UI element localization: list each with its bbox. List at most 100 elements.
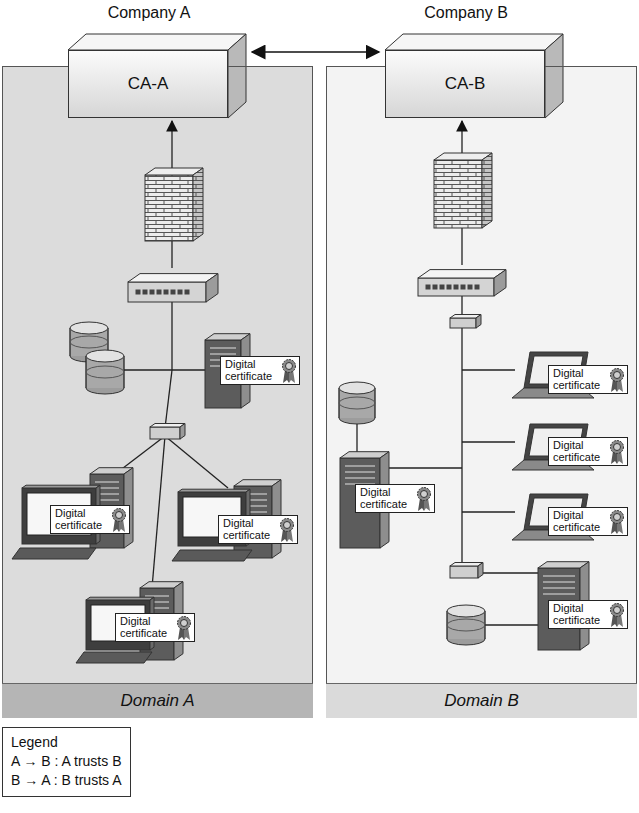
certificate-tag: Digital certificate bbox=[115, 613, 195, 642]
certificate-tag: Digital certificate bbox=[355, 484, 435, 513]
router-top bbox=[128, 274, 218, 282]
network-wire bbox=[165, 436, 228, 488]
router-port bbox=[440, 285, 444, 289]
seal-rosette bbox=[609, 439, 625, 465]
router-port bbox=[178, 290, 182, 294]
router-port bbox=[454, 285, 458, 289]
domain-ground bbox=[2, 66, 313, 718]
network-wire bbox=[116, 369, 210, 370]
drive-bay bbox=[345, 471, 375, 473]
monitor-top bbox=[86, 597, 154, 600]
router-port bbox=[136, 290, 140, 294]
router-port bbox=[468, 285, 472, 289]
drive-bay bbox=[210, 353, 236, 355]
router-port bbox=[426, 285, 430, 289]
certificate-label: Digital certificate bbox=[360, 487, 414, 510]
switch-top bbox=[150, 424, 185, 428]
router-port bbox=[185, 290, 189, 294]
monitor-top bbox=[178, 489, 250, 492]
seal-rosette bbox=[281, 358, 297, 384]
seal-rosette bbox=[416, 486, 432, 512]
database-top bbox=[70, 322, 108, 334]
firewall bbox=[145, 175, 193, 241]
network-wire bbox=[478, 572, 538, 573]
database-ring bbox=[447, 619, 485, 631]
firewall-side bbox=[193, 168, 203, 241]
network-wire bbox=[462, 441, 515, 442]
drive-bay bbox=[145, 595, 169, 597]
network-wire bbox=[152, 436, 165, 588]
switch-side bbox=[180, 424, 185, 440]
ca-box-side bbox=[545, 34, 563, 118]
switch bbox=[150, 427, 180, 439]
firewall bbox=[434, 160, 482, 228]
seal-rosette bbox=[279, 517, 295, 543]
domain-label: Domain B bbox=[444, 691, 519, 711]
certificate-tag: Digital certificate bbox=[548, 600, 628, 629]
drive-bay bbox=[345, 477, 375, 479]
drive-bay bbox=[543, 575, 575, 577]
network-wire bbox=[165, 370, 172, 428]
switch-side bbox=[478, 563, 483, 579]
router bbox=[418, 278, 494, 296]
ca-box-top bbox=[68, 34, 246, 50]
drive-bay bbox=[543, 587, 575, 589]
keyboard bbox=[76, 652, 152, 663]
drive-bay bbox=[345, 465, 375, 467]
certificate-label: Digital certificate bbox=[553, 510, 607, 533]
router-side bbox=[206, 274, 218, 302]
certificate-label: Digital certificate bbox=[225, 359, 279, 382]
database-top bbox=[86, 350, 124, 362]
network-wire bbox=[171, 300, 172, 370]
drive-bay bbox=[543, 593, 575, 595]
ca-box-side bbox=[228, 34, 246, 118]
network-wire bbox=[461, 228, 462, 265]
certificate-tag: Digital certificate bbox=[548, 437, 628, 466]
certificate-label: Digital certificate bbox=[223, 518, 277, 541]
certificate-label: Digital certificate bbox=[553, 368, 607, 391]
certificate-tag: Digital certificate bbox=[220, 356, 300, 385]
company-name: Company A bbox=[69, 3, 229, 23]
router bbox=[128, 282, 206, 302]
ca-label: CA-A bbox=[128, 74, 169, 94]
seal-rosette bbox=[609, 509, 625, 535]
router-port bbox=[433, 285, 437, 289]
drive-bay bbox=[543, 581, 575, 583]
domain-band: Domain B bbox=[326, 683, 637, 718]
certificate-label: Digital certificate bbox=[120, 616, 174, 639]
legend-text: Legend bbox=[11, 733, 122, 752]
database-ring bbox=[86, 366, 124, 378]
seal-rosette bbox=[609, 602, 625, 628]
company-name: Company B bbox=[386, 3, 546, 23]
database-top bbox=[447, 605, 485, 617]
switch bbox=[450, 566, 478, 578]
company-panel: Company ACA-ADigital certificateDigital … bbox=[2, 66, 313, 718]
router-port bbox=[461, 285, 465, 289]
domain-ground bbox=[326, 66, 637, 718]
network-wire bbox=[380, 467, 462, 468]
legend-text: A → B : A trusts B bbox=[11, 752, 122, 771]
network-wire bbox=[171, 240, 172, 268]
router-port bbox=[143, 290, 147, 294]
company-panel: Company BCA-BDigital certificateDigital … bbox=[326, 66, 637, 718]
switch-side bbox=[476, 315, 481, 329]
legend-box: LegendA → B : A trusts BB → A : B trusts… bbox=[2, 727, 131, 797]
network-wire bbox=[462, 369, 515, 370]
legend-text: B → A : B trusts A bbox=[11, 771, 122, 790]
database-ring bbox=[70, 336, 108, 348]
domain-label: Domain A bbox=[120, 691, 194, 711]
router-port bbox=[171, 290, 175, 294]
router-port bbox=[157, 290, 161, 294]
trust-arrow bbox=[461, 121, 462, 157]
monitor-top bbox=[22, 485, 100, 488]
seal-rosette bbox=[176, 615, 192, 641]
drive-bay bbox=[210, 347, 236, 349]
drive-bay bbox=[95, 481, 119, 483]
certificate-label: Digital certificate bbox=[55, 508, 109, 531]
ca-box-top bbox=[385, 34, 563, 50]
network-wire bbox=[484, 624, 538, 625]
network-wire bbox=[461, 326, 462, 568]
certificate-tag: Digital certificate bbox=[50, 505, 130, 534]
ca-server-box: CA-B bbox=[385, 50, 545, 118]
router-side bbox=[494, 270, 506, 296]
